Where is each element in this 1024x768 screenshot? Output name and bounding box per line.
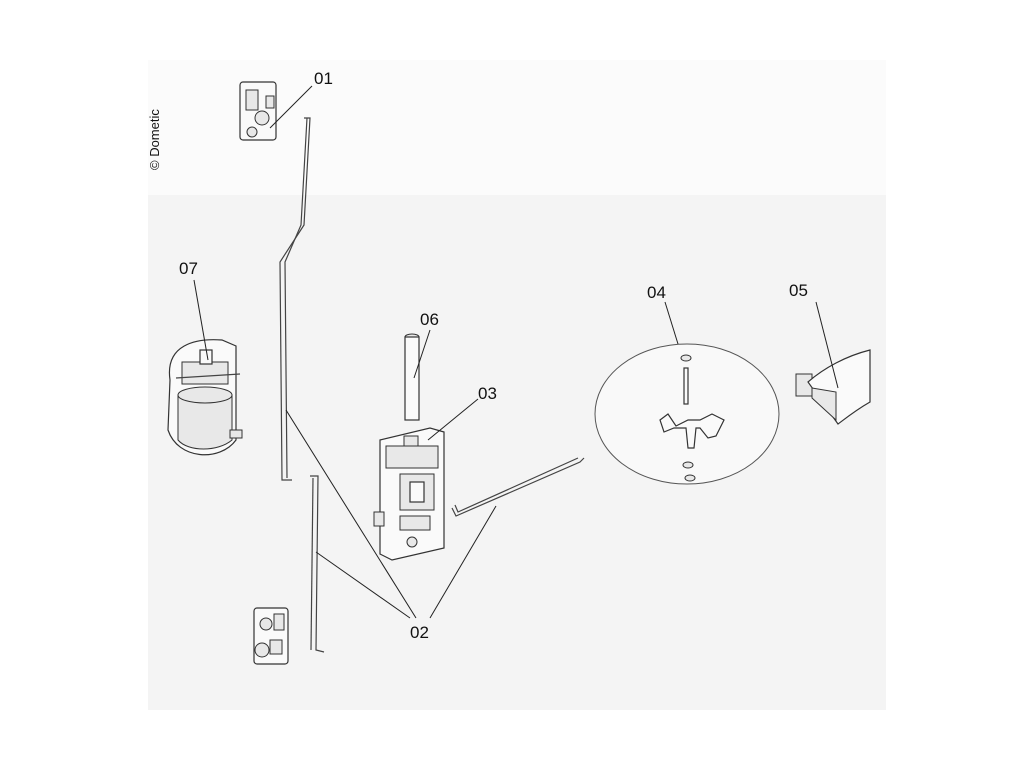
rod-upper-edge (284, 117, 308, 479)
leader-07 (193, 279, 209, 361)
part-07-lock-housing (167, 339, 243, 456)
leader-02-b (315, 551, 411, 619)
detail-circle (594, 343, 780, 485)
leader-04 (664, 301, 679, 345)
rod-link (451, 457, 585, 517)
part-04-detail (594, 343, 780, 485)
leader-05 (815, 301, 839, 389)
callout-02: 02 (410, 623, 429, 642)
lower-latch (253, 607, 289, 665)
leader-03 (427, 398, 479, 441)
copyright-notice: © Dometic (147, 109, 162, 170)
callout-05: 05 (789, 281, 808, 300)
callout-01: 01 (314, 69, 333, 88)
leader-02-c (429, 505, 497, 619)
callout-06: 06 (420, 310, 439, 329)
callout-04: 04 (647, 283, 666, 302)
rod-upper (279, 117, 311, 481)
leader-06 (413, 329, 431, 379)
rod-lower-edge (310, 477, 314, 651)
rod-lower (310, 475, 325, 653)
part-03-lock-mechanism (373, 427, 445, 561)
part-06-pin (404, 333, 420, 421)
leader-02-a (285, 409, 417, 619)
leader-01 (269, 85, 313, 129)
part-01-upper-latch (239, 81, 277, 141)
callout-03: 03 (478, 384, 497, 403)
part-05-handle (795, 349, 871, 425)
callout-07: 07 (179, 259, 198, 278)
rod-link-edge (454, 457, 579, 513)
